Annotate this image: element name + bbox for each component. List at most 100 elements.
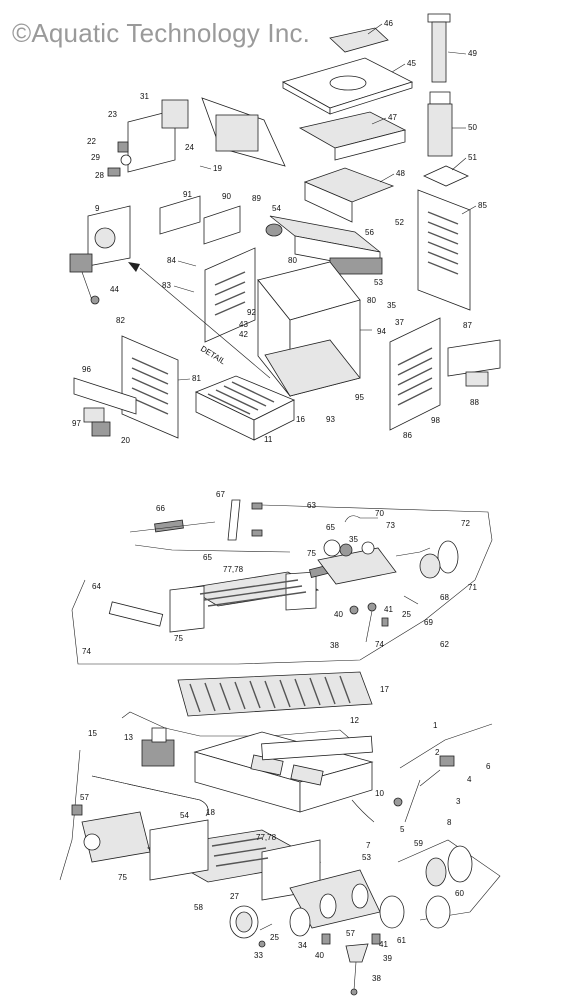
bottom-assembly [59, 671, 501, 996]
callout: 27 [230, 892, 239, 901]
callout: 80 [367, 296, 376, 305]
part-51-plate [423, 165, 469, 187]
part-50-vent [429, 91, 451, 105]
part-67 [227, 499, 241, 541]
callout: 74 [82, 647, 91, 656]
callout: 46 [384, 19, 393, 28]
top-callouts: 46 45 49 31 23 24 50 47 22 29 28 19 51 [72, 19, 487, 445]
part-91-panel [159, 195, 201, 235]
part-64 [108, 601, 164, 627]
callout: 59 [414, 839, 423, 848]
callout: 88 [470, 398, 479, 407]
part-61 [379, 895, 405, 929]
callout: 50 [468, 123, 477, 132]
callout: 64 [92, 582, 101, 591]
callout: 54 [180, 811, 189, 820]
callout: 40 [334, 610, 343, 619]
copyright-watermark: ©Aquatic Technology Inc. [12, 18, 311, 48]
part-13-gas-valve [141, 739, 175, 767]
callout: 28 [95, 171, 104, 180]
callout: 17 [380, 685, 389, 694]
callout: 83 [162, 281, 171, 290]
callout: 75 [118, 873, 127, 882]
part-86-panel [389, 317, 441, 431]
callout: 87 [463, 321, 472, 330]
bottom-callouts: 17 12 1 15 13 2 4 6 3 18 10 8 5 57 54 7 … [80, 685, 491, 983]
callout: 5 [400, 825, 405, 834]
callout: 29 [91, 153, 100, 162]
callout: 84 [167, 256, 176, 265]
callout: 11 [264, 435, 273, 444]
callout: 20 [121, 436, 130, 445]
callout: 41 [384, 605, 393, 614]
callout: 7 [366, 841, 371, 850]
callout: 70 [375, 509, 384, 518]
callout: 2 [435, 748, 440, 757]
callout: 37 [395, 318, 404, 327]
callout: 57 [80, 793, 89, 802]
part-71 [437, 540, 459, 574]
callout: 92 [247, 308, 256, 317]
callout: 98 [431, 416, 440, 425]
part-66 [154, 519, 184, 533]
callout: 89 [252, 194, 261, 203]
callout: 97 [72, 419, 81, 428]
callout: 73 [386, 521, 395, 530]
callout: 12 [350, 716, 359, 725]
callout: 3 [456, 797, 461, 806]
callout: 23 [108, 110, 117, 119]
callout: 75 [307, 549, 316, 558]
callout: 77,78 [256, 833, 277, 842]
callout: 18 [206, 808, 215, 817]
callout: 57 [346, 929, 355, 938]
callout: 53 [374, 278, 383, 287]
part-85-panel [417, 189, 471, 311]
callout: 67 [216, 490, 225, 499]
callout: 93 [326, 415, 335, 424]
part-49-vent-cap [427, 13, 451, 23]
part-20 [91, 421, 111, 437]
callout: 65 [203, 553, 212, 562]
callout: 66 [156, 504, 165, 513]
callout: 91 [183, 190, 192, 199]
callout: 47 [388, 113, 397, 122]
callout: 94 [377, 327, 386, 336]
callout: 74 [375, 640, 384, 649]
callout: 41 [379, 940, 388, 949]
part-89-panel [204, 247, 256, 343]
callout: 75 [174, 634, 183, 643]
part-46-cap [329, 27, 389, 53]
callout: 38 [372, 974, 381, 983]
callout: 95 [355, 393, 364, 402]
callout: 43 [239, 320, 248, 329]
callout: 40 [315, 951, 324, 960]
callout: 53 [362, 853, 371, 862]
top-assembly: DETAIL [69, 13, 501, 441]
callout: 51 [468, 153, 477, 162]
callout: 24 [185, 143, 194, 152]
callout: 22 [87, 137, 96, 146]
callout: 80 [288, 256, 297, 265]
callout: 39 [383, 954, 392, 963]
callout: 6 [486, 762, 491, 771]
callout: 52 [395, 218, 404, 227]
callout: 45 [407, 59, 416, 68]
part-60 [447, 845, 473, 883]
middle-callouts: 67 63 70 66 65 73 72 35 75 65 77,78 71 6… [82, 490, 477, 656]
callout: 9 [95, 204, 100, 213]
callout: 35 [387, 301, 396, 310]
callout: 71 [468, 583, 477, 592]
part-62-header [317, 547, 397, 585]
callout: 86 [403, 431, 412, 440]
callout: 8 [447, 818, 452, 827]
callout: 31 [140, 92, 149, 101]
callout: 56 [365, 228, 374, 237]
callout: 42 [239, 330, 248, 339]
callout: 25 [402, 610, 411, 619]
part-90-panel [203, 205, 241, 245]
callout: 48 [396, 169, 405, 178]
callout: 33 [254, 951, 263, 960]
callout: 96 [82, 365, 91, 374]
callout: 44 [110, 285, 119, 294]
